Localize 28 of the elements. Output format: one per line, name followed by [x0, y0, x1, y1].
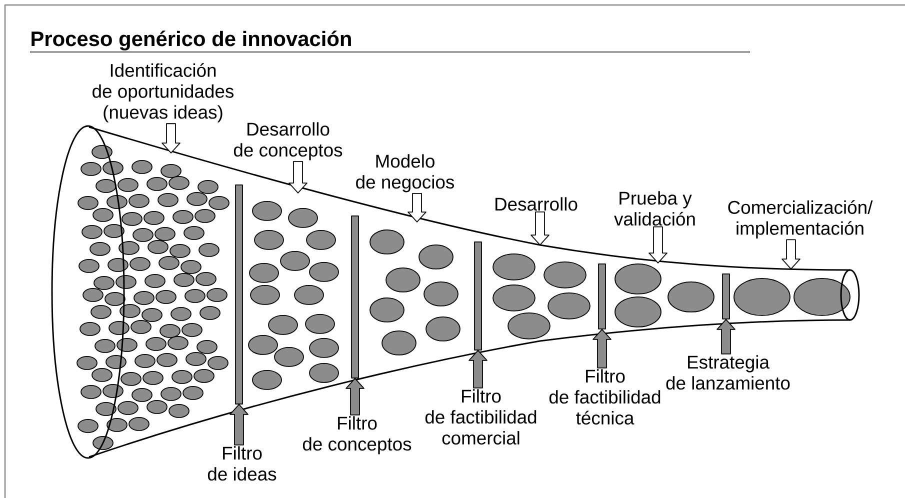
block-arrow — [162, 123, 180, 154]
stage-label: Filtro de factibilidad comercial — [425, 389, 536, 445]
filter-bar — [474, 242, 482, 350]
block-arrow — [346, 378, 364, 416]
block-arrow — [716, 319, 736, 354]
stage-label: Filtro de ideas — [208, 446, 276, 481]
stage-label: Comercialización/ implementación — [728, 200, 873, 238]
filter-bar — [235, 184, 243, 404]
stage-label: Desarrollo de conceptos — [234, 122, 342, 160]
stage-label: Prueba y validación — [614, 191, 695, 226]
block-arrow — [230, 404, 248, 446]
block-arrow — [530, 211, 550, 246]
block-arrow — [468, 350, 488, 388]
stage-label: Filtro de factibilidad técnica — [549, 369, 660, 425]
stage-label: Modelo de negocios — [356, 154, 454, 192]
block-arrow — [648, 226, 668, 264]
block-arrow — [592, 329, 612, 368]
title: Proceso genérico de innovación — [32, 30, 351, 50]
stage-label: Filtro de conceptos — [302, 416, 412, 454]
stage-label: Estrategia de lanzamiento — [666, 355, 790, 390]
block-arrow — [288, 161, 308, 194]
filter-bar — [598, 264, 606, 330]
filter-bar — [351, 216, 359, 378]
block-arrow — [782, 239, 800, 270]
filter-bar — [722, 274, 730, 320]
block-arrow — [408, 193, 426, 222]
stage-label: Desarrollo — [496, 197, 578, 211]
stage-label: Identificación de oportunidades (nuevas ideas) — [92, 63, 234, 122]
